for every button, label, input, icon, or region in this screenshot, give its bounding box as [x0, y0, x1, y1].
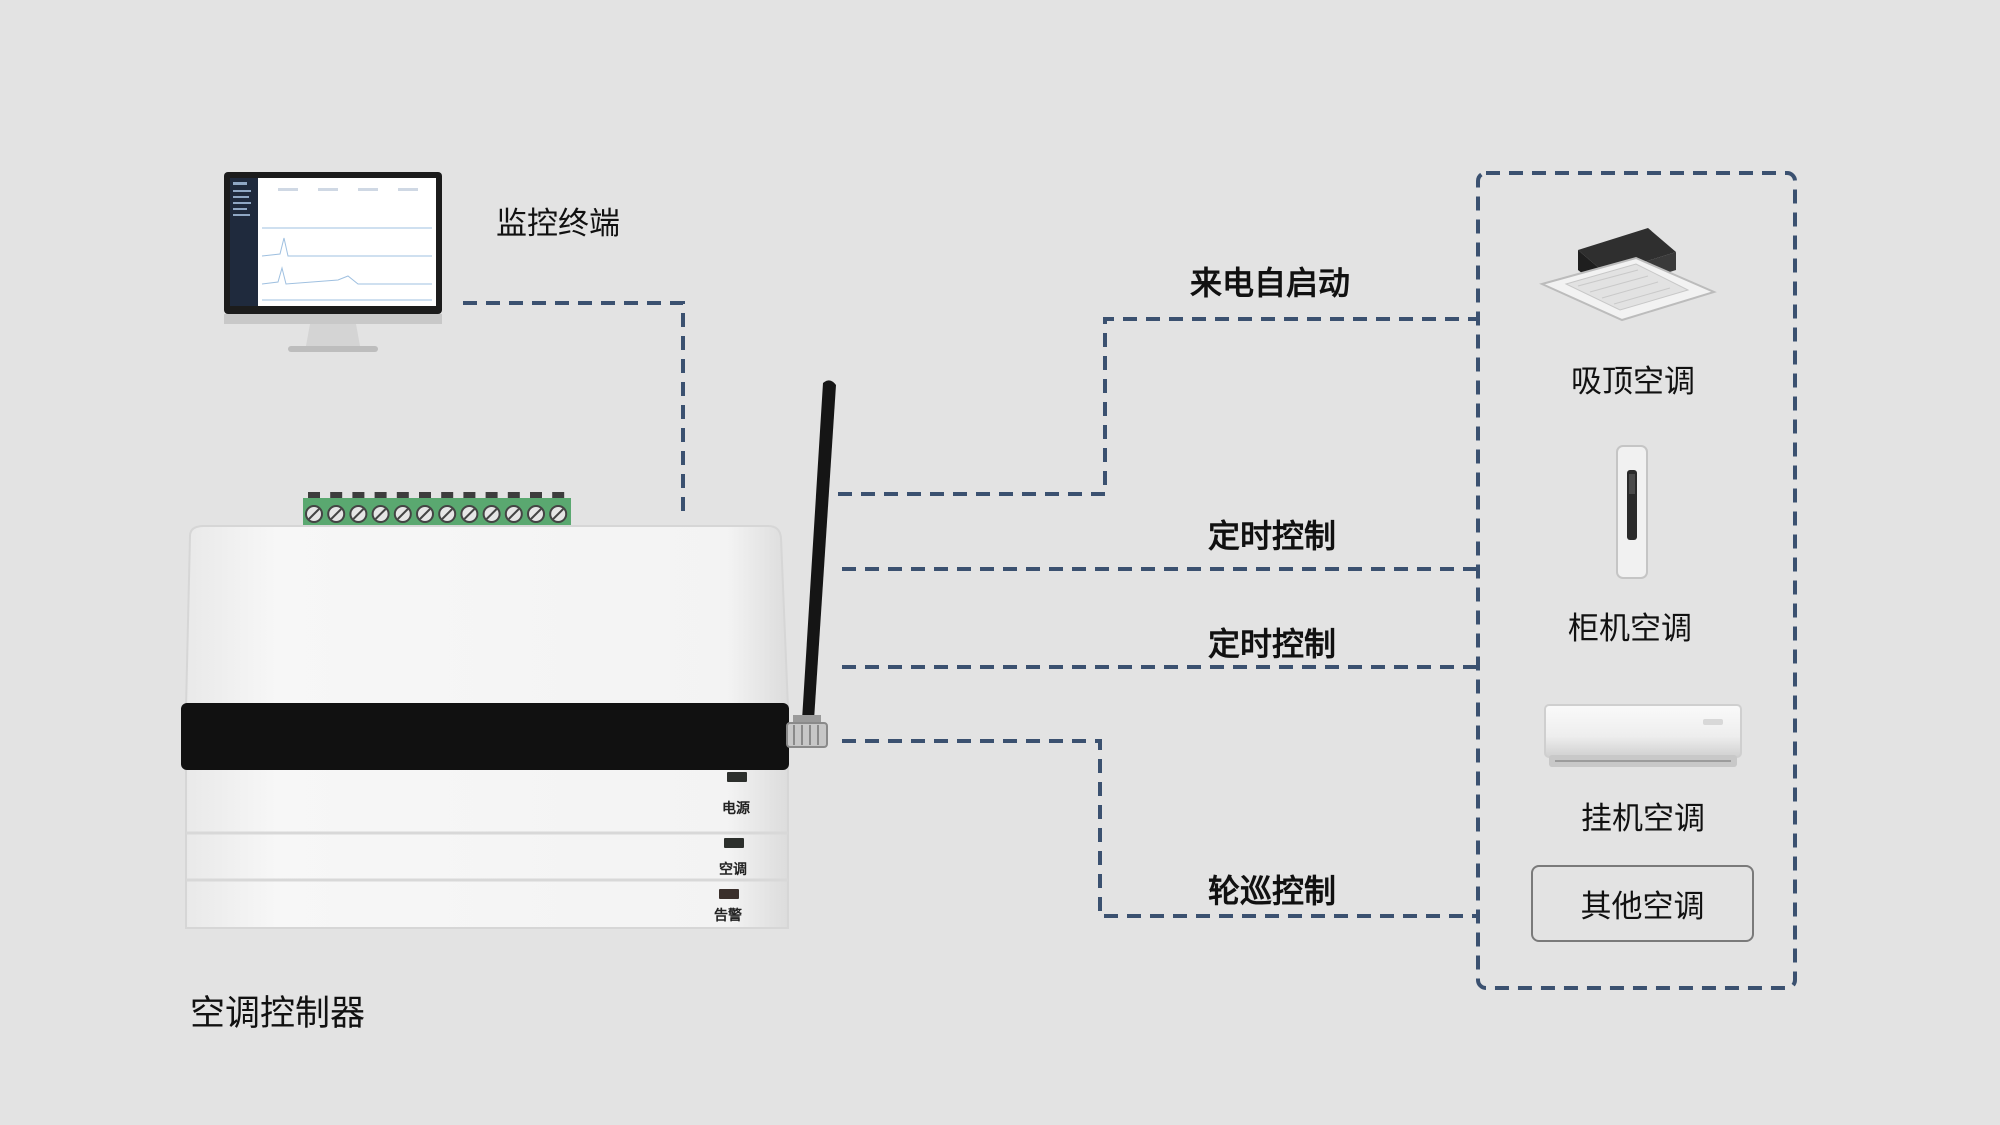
monitor-label: 监控终端 — [496, 206, 620, 242]
ac-label-floor: 柜机空调 — [1568, 611, 1692, 647]
ac-label-ceiling: 吸顶空调 — [1571, 364, 1695, 400]
alarm-led-label: 告警 — [714, 908, 742, 924]
power-led-label: 电源 — [722, 801, 750, 817]
antenna-icon — [786, 380, 836, 748]
connector-auto-start — [838, 317, 1477, 496]
alarm-led — [719, 889, 739, 899]
function-label-timer-1: 定时控制 — [1208, 517, 1337, 555]
ac-group-frame — [1476, 171, 1797, 990]
floor-ac-icon — [1616, 445, 1648, 579]
function-label-timer-2: 定时控制 — [1208, 625, 1337, 663]
controller-device — [181, 525, 789, 929]
function-label-auto-start: 来电自启动 — [1190, 264, 1351, 302]
controller-label: 空调控制器 — [190, 994, 366, 1034]
monitor-icon — [224, 172, 442, 352]
monitor-connector — [463, 301, 685, 520]
function-label-patrol: 轮巡控制 — [1208, 872, 1337, 910]
ceiling-ac-icon — [1539, 228, 1717, 322]
power-led — [727, 772, 747, 782]
terminal-block — [303, 492, 571, 528]
ac-led — [724, 838, 744, 848]
connector-patrol — [842, 739, 1477, 918]
ac-label-other: 其他空调 — [1531, 865, 1754, 942]
ac-led-label: 空调 — [719, 862, 747, 878]
ac-label-wall: 挂机空调 — [1581, 801, 1705, 837]
wall-ac-icon — [1544, 704, 1742, 767]
